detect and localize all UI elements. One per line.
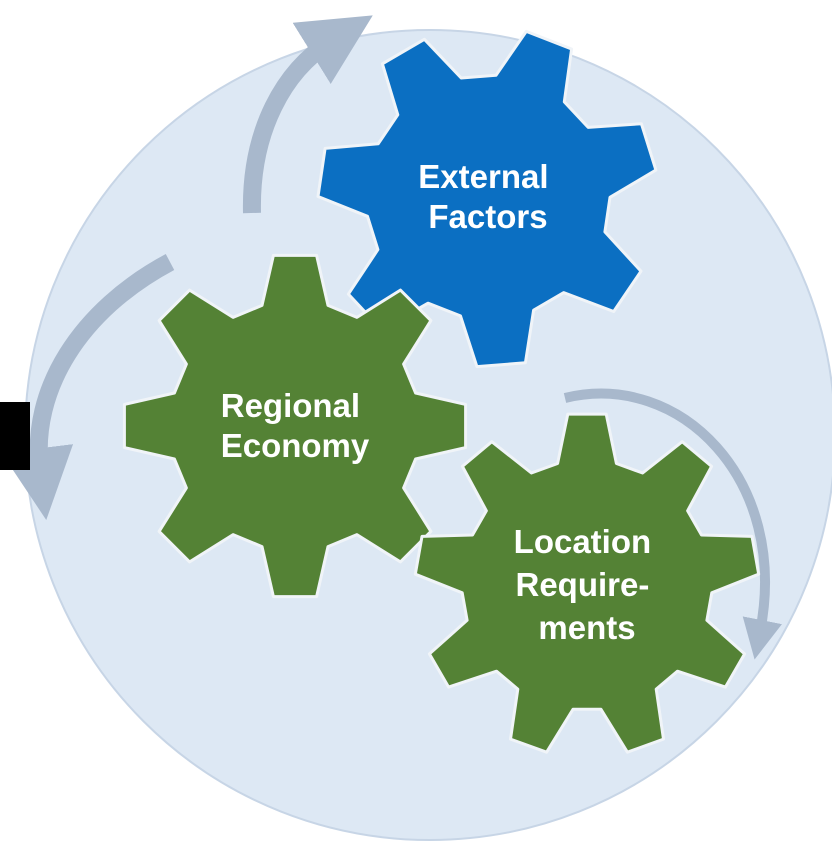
cycle-arrow-left [1,254,175,521]
gear-location-requirements-label-line-1: Location [514,523,652,560]
gear-location-requirements-shape [413,412,761,754]
gear-location-requirements-label-line-3: ments [538,609,635,646]
gear-location-requirements-label: Location Require- ments [514,523,661,646]
gear-regional-economy-label-line-2: Economy [221,427,370,464]
gear-external-factors-label: External Factors [418,158,557,235]
gear-regional-economy-label: Regional Economy [221,387,370,464]
gear-external-factors-label-line-2: Factors [428,198,547,235]
gear-external-factors-label-line-1: External [418,158,548,195]
gear-regional-economy: Regional Economy [122,253,468,599]
cycle-arrow-right [563,388,782,660]
gear-regional-economy-label-line-1: Regional [221,387,360,424]
gear-location-requirements: Location Require- ments [413,412,761,754]
gear-regional-economy-shape [122,253,468,599]
gear-external-factors-shape [316,29,658,369]
cycle-arrow-top [242,15,373,214]
gear-external-factors: External Factors [316,29,658,369]
edge-marker [0,402,30,470]
gear-location-requirements-label-line-2: Require- [515,566,649,603]
